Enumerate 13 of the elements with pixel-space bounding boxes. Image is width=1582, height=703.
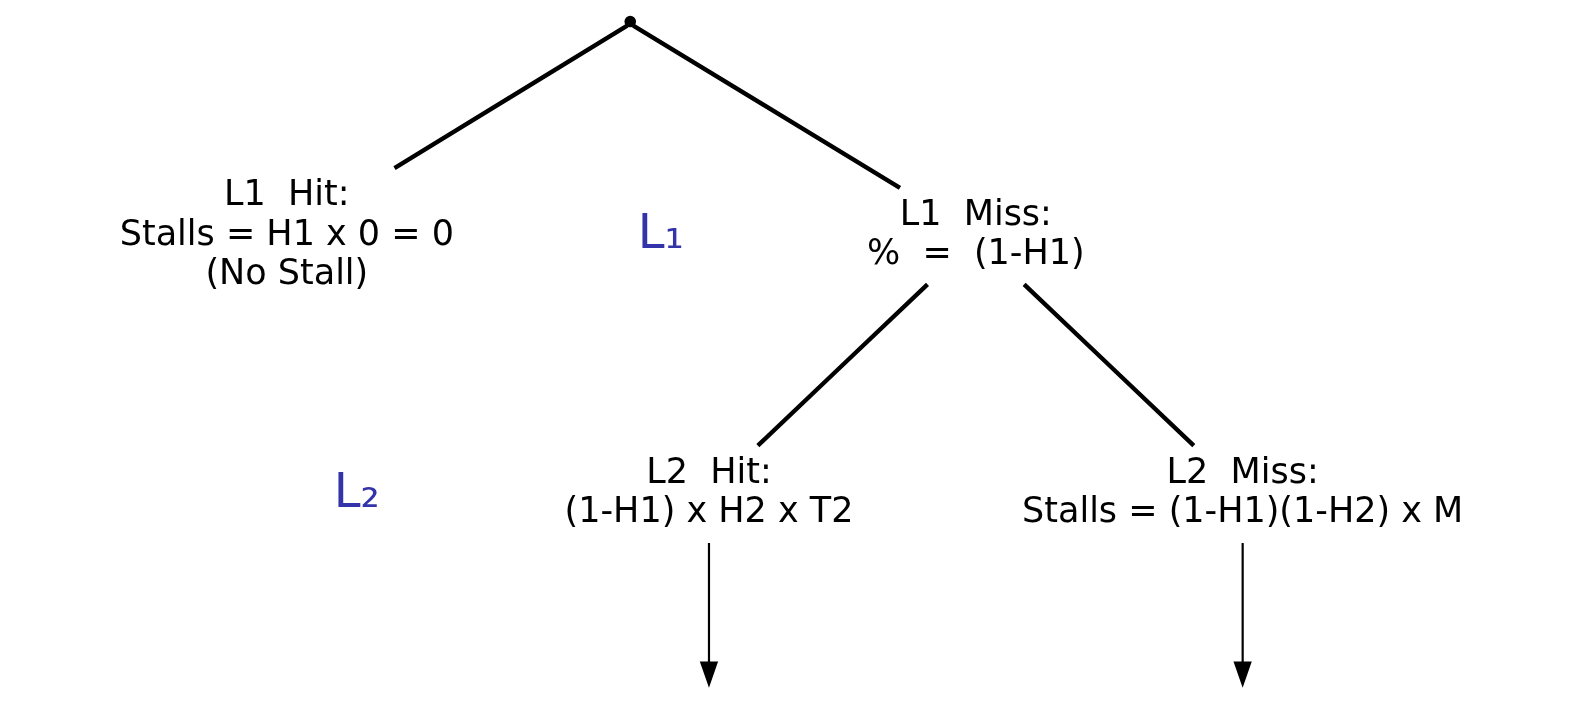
label: L₂ xyxy=(333,461,380,518)
node-point xyxy=(624,15,637,28)
node-text: L1 Miss: % = (1-H1) xyxy=(866,192,1085,273)
arrow xyxy=(1233,543,1252,688)
connector xyxy=(393,23,629,170)
connector xyxy=(756,282,929,448)
node-text: L2 Hit: (1-H1) x H2 x T2 xyxy=(564,450,854,531)
arrow xyxy=(699,543,719,688)
connector xyxy=(1022,282,1196,448)
label: L₁ xyxy=(637,203,684,260)
connector xyxy=(632,23,902,190)
node-text: L2 Miss: Stalls = (1-H1)(1-H2) x M xyxy=(1022,450,1464,531)
node-text: L1 Hit: Stalls = H1 x 0 = 0 (No Stall) xyxy=(119,173,454,292)
